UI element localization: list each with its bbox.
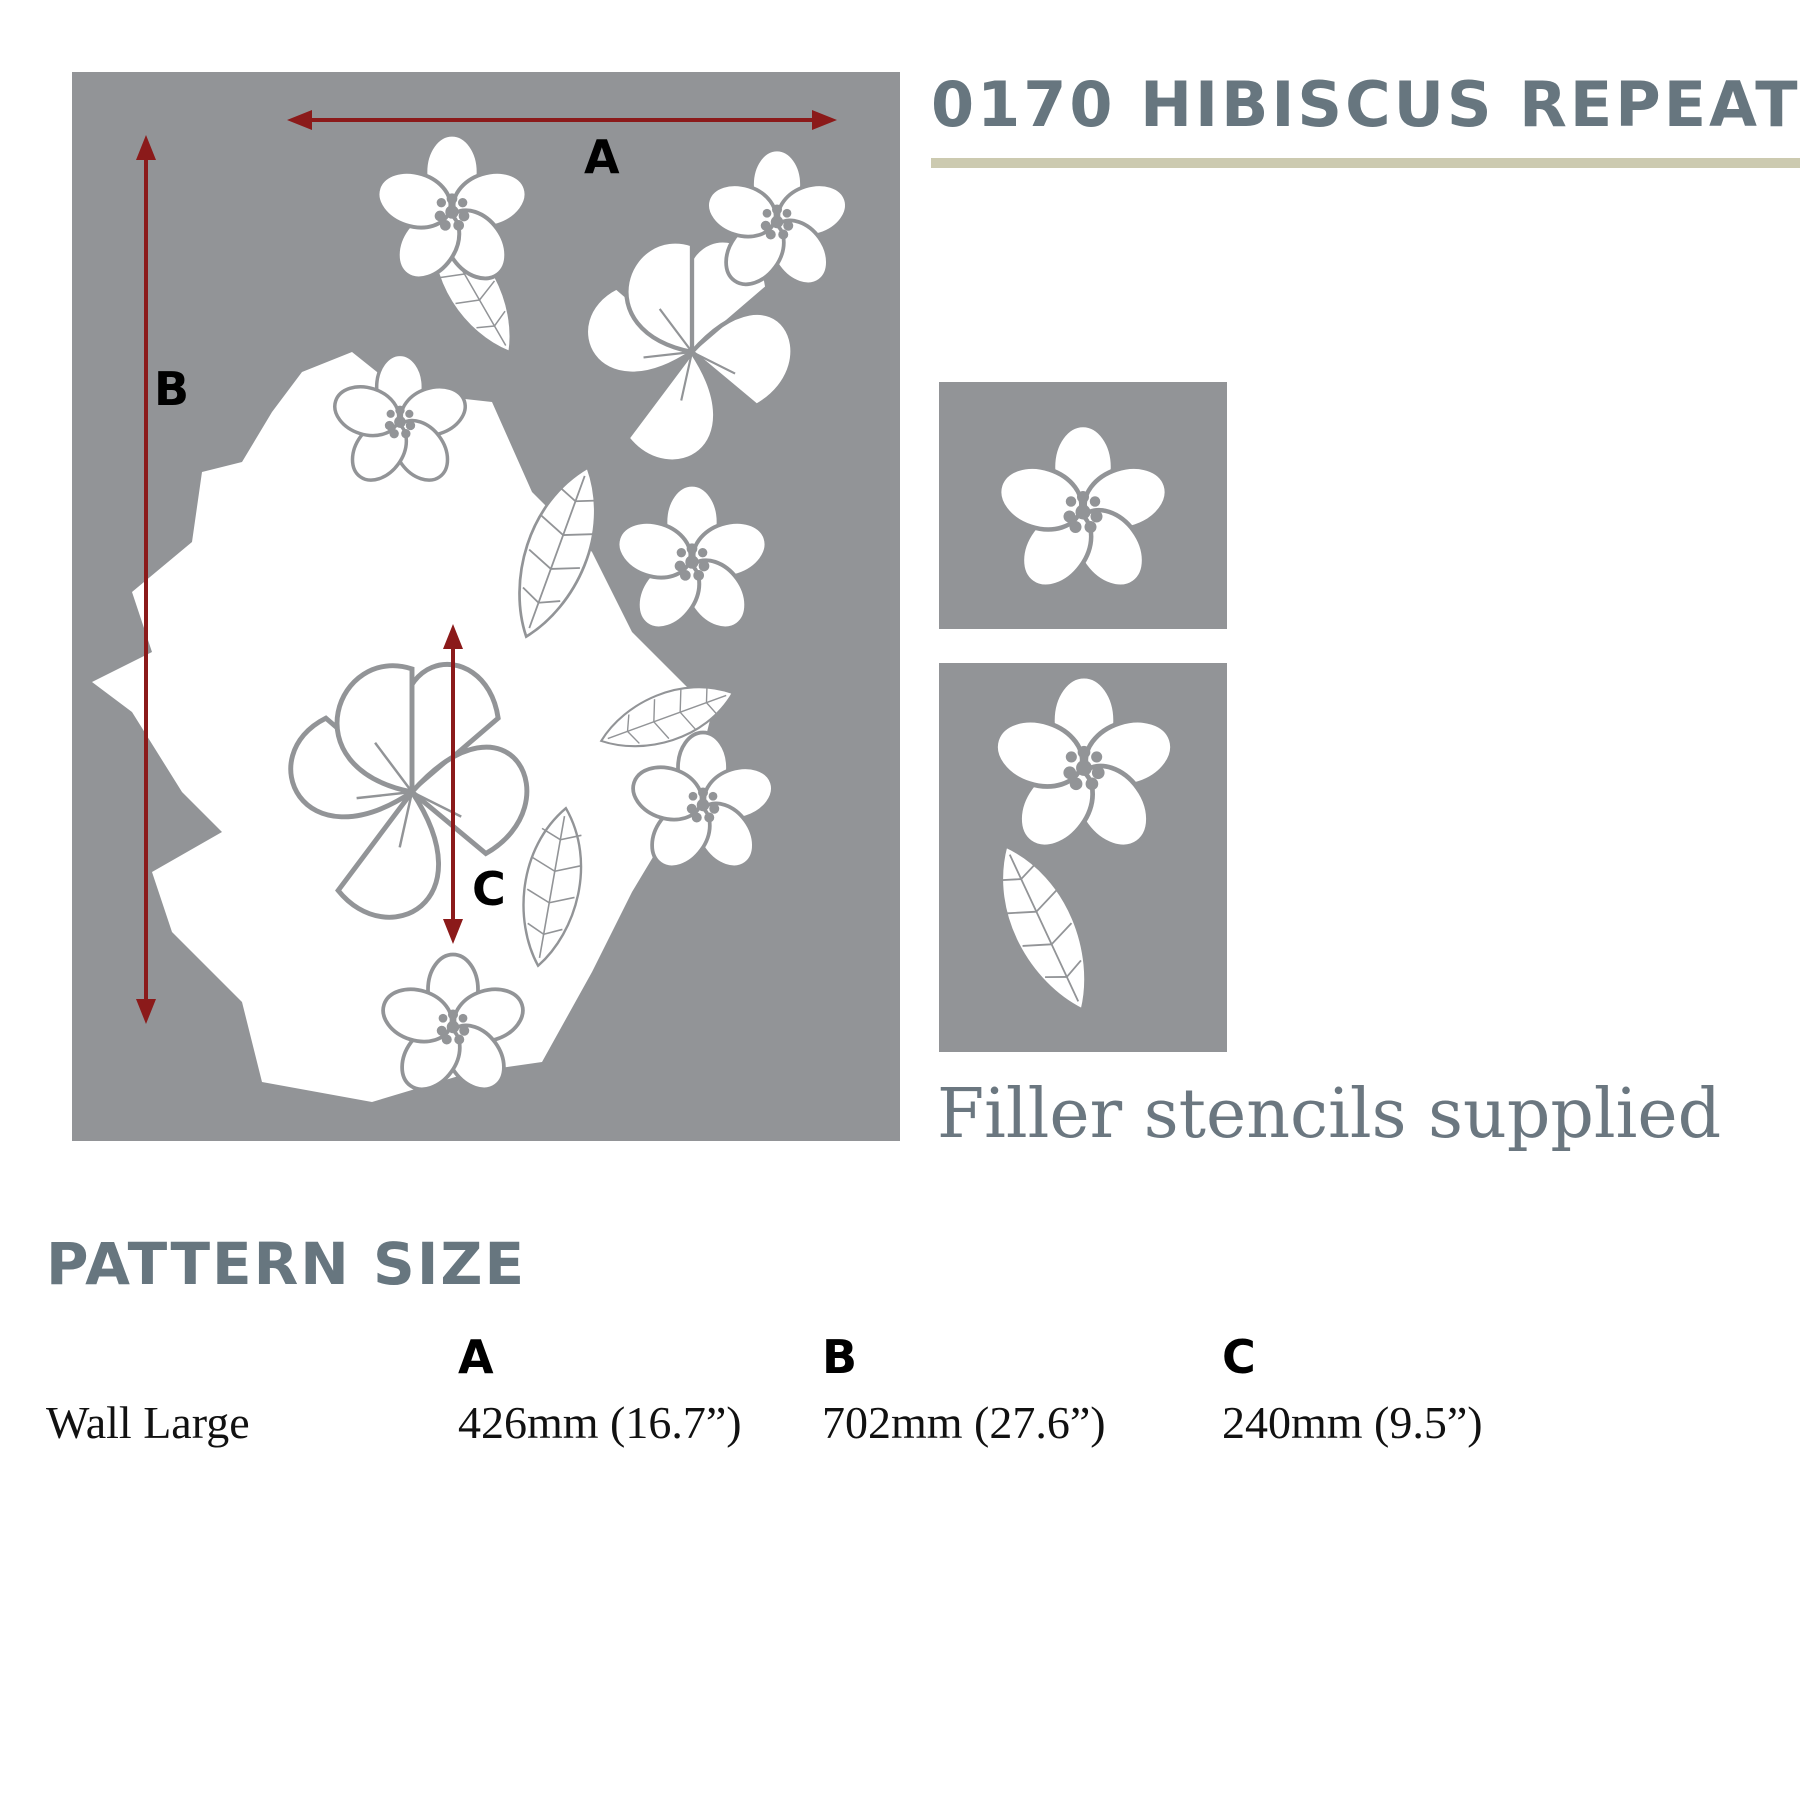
- filler-stencil-flower: [939, 382, 1227, 629]
- column-header-a: A: [458, 1330, 494, 1384]
- page-title: 0170 HIBISCUS REPEAT: [931, 68, 1800, 141]
- dimension-arrow-b: [136, 135, 156, 1024]
- dimension-label-b: B: [154, 362, 190, 416]
- value-b: 702mm (27.6”): [822, 1397, 1106, 1448]
- dimension-label-a: A: [584, 130, 620, 184]
- dimension-label-c: C: [472, 862, 506, 916]
- filler-caption: Filler stencils supplied: [937, 1075, 1722, 1154]
- title-underline: [931, 158, 1800, 168]
- value-a: 426mm (16.7”): [458, 1397, 742, 1448]
- value-c: 240mm (9.5”): [1222, 1397, 1483, 1448]
- dimension-arrow-a: [287, 110, 837, 130]
- pattern-size-heading: PATTERN SIZE: [46, 1230, 527, 1298]
- row-label: Wall Large: [46, 1397, 250, 1448]
- filler-stencil-flower-leaf: [939, 663, 1227, 1052]
- column-header-b: B: [822, 1330, 858, 1384]
- hibiscus-stencil-artwork: [92, 110, 852, 1102]
- column-header-c: C: [1222, 1330, 1256, 1384]
- dimension-arrow-c: [443, 624, 463, 944]
- pattern-diagram: A B C: [72, 72, 900, 1141]
